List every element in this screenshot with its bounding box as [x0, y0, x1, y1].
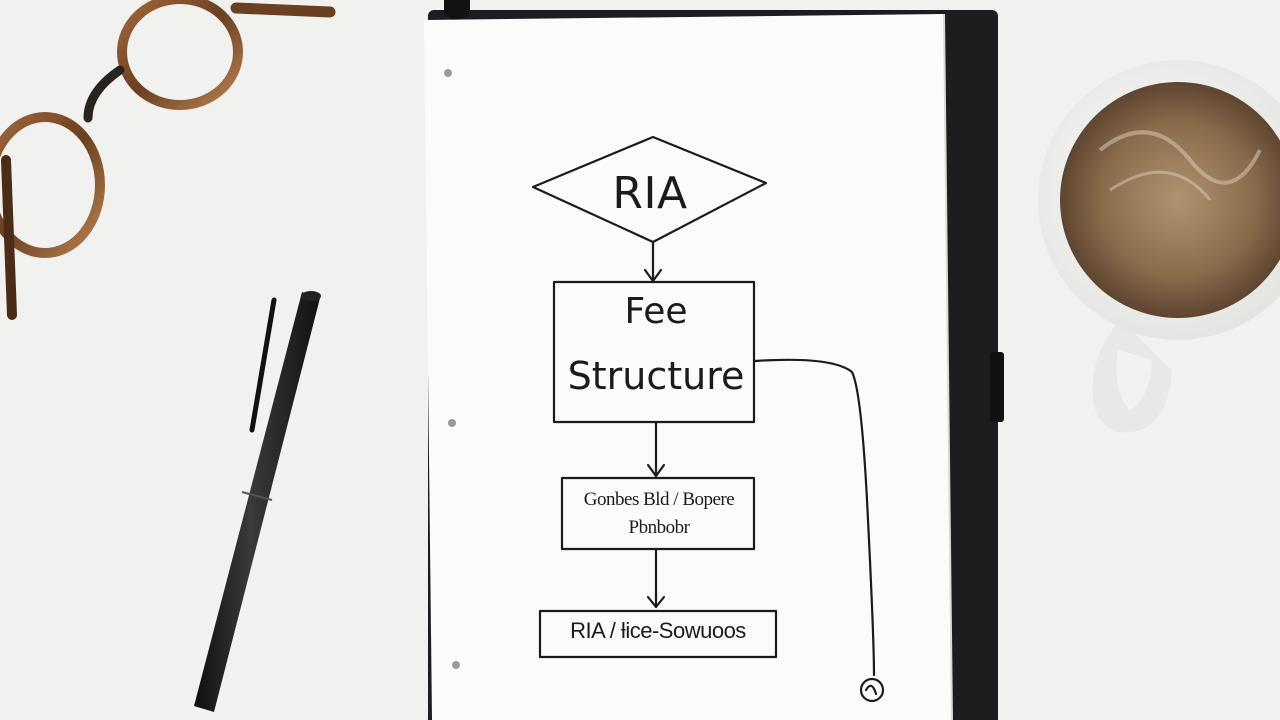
connector-mark: [864, 684, 878, 696]
fee-structure-label-line2: Structure: [567, 354, 745, 398]
middle-node-label-line1: Gonbes Bld / Bopere: [583, 489, 735, 510]
fee-structure-label-line1: Fee: [624, 291, 688, 332]
eyeglasses: [0, 0, 336, 320]
ria-label: RIA: [612, 168, 688, 219]
arrowhead-2: [646, 463, 666, 478]
bottom-box: [538, 609, 778, 659]
glasses-temple: [230, 2, 336, 18]
binder-ring: [444, 0, 470, 22]
glasses-bridge: [83, 65, 125, 123]
connector-end: [859, 677, 885, 703]
middle-node-label-line2: Pbnbobr: [628, 517, 690, 538]
ria-diamond: [531, 135, 768, 244]
pen: [194, 291, 321, 712]
paper-sheet: [424, 13, 953, 720]
side-connector: [753, 358, 876, 677]
binder-clip: [990, 352, 1004, 422]
pen-band: [241, 491, 273, 501]
coffee-cup: [1038, 60, 1280, 433]
punch-hole: [452, 661, 460, 669]
punch-hole: [448, 419, 456, 427]
steam: [1109, 170, 1212, 201]
fee-structure-box: [552, 280, 756, 424]
middle-box: [560, 476, 756, 551]
arrowhead-3: [646, 595, 666, 609]
punch-hole: [444, 69, 452, 77]
steam: [1098, 130, 1262, 185]
pen-clip: [249, 297, 277, 433]
flowchart: [531, 135, 885, 703]
bottom-node-label: RIA / ƚice-Sowuoos: [570, 618, 746, 643]
glasses-temple: [1, 155, 17, 320]
